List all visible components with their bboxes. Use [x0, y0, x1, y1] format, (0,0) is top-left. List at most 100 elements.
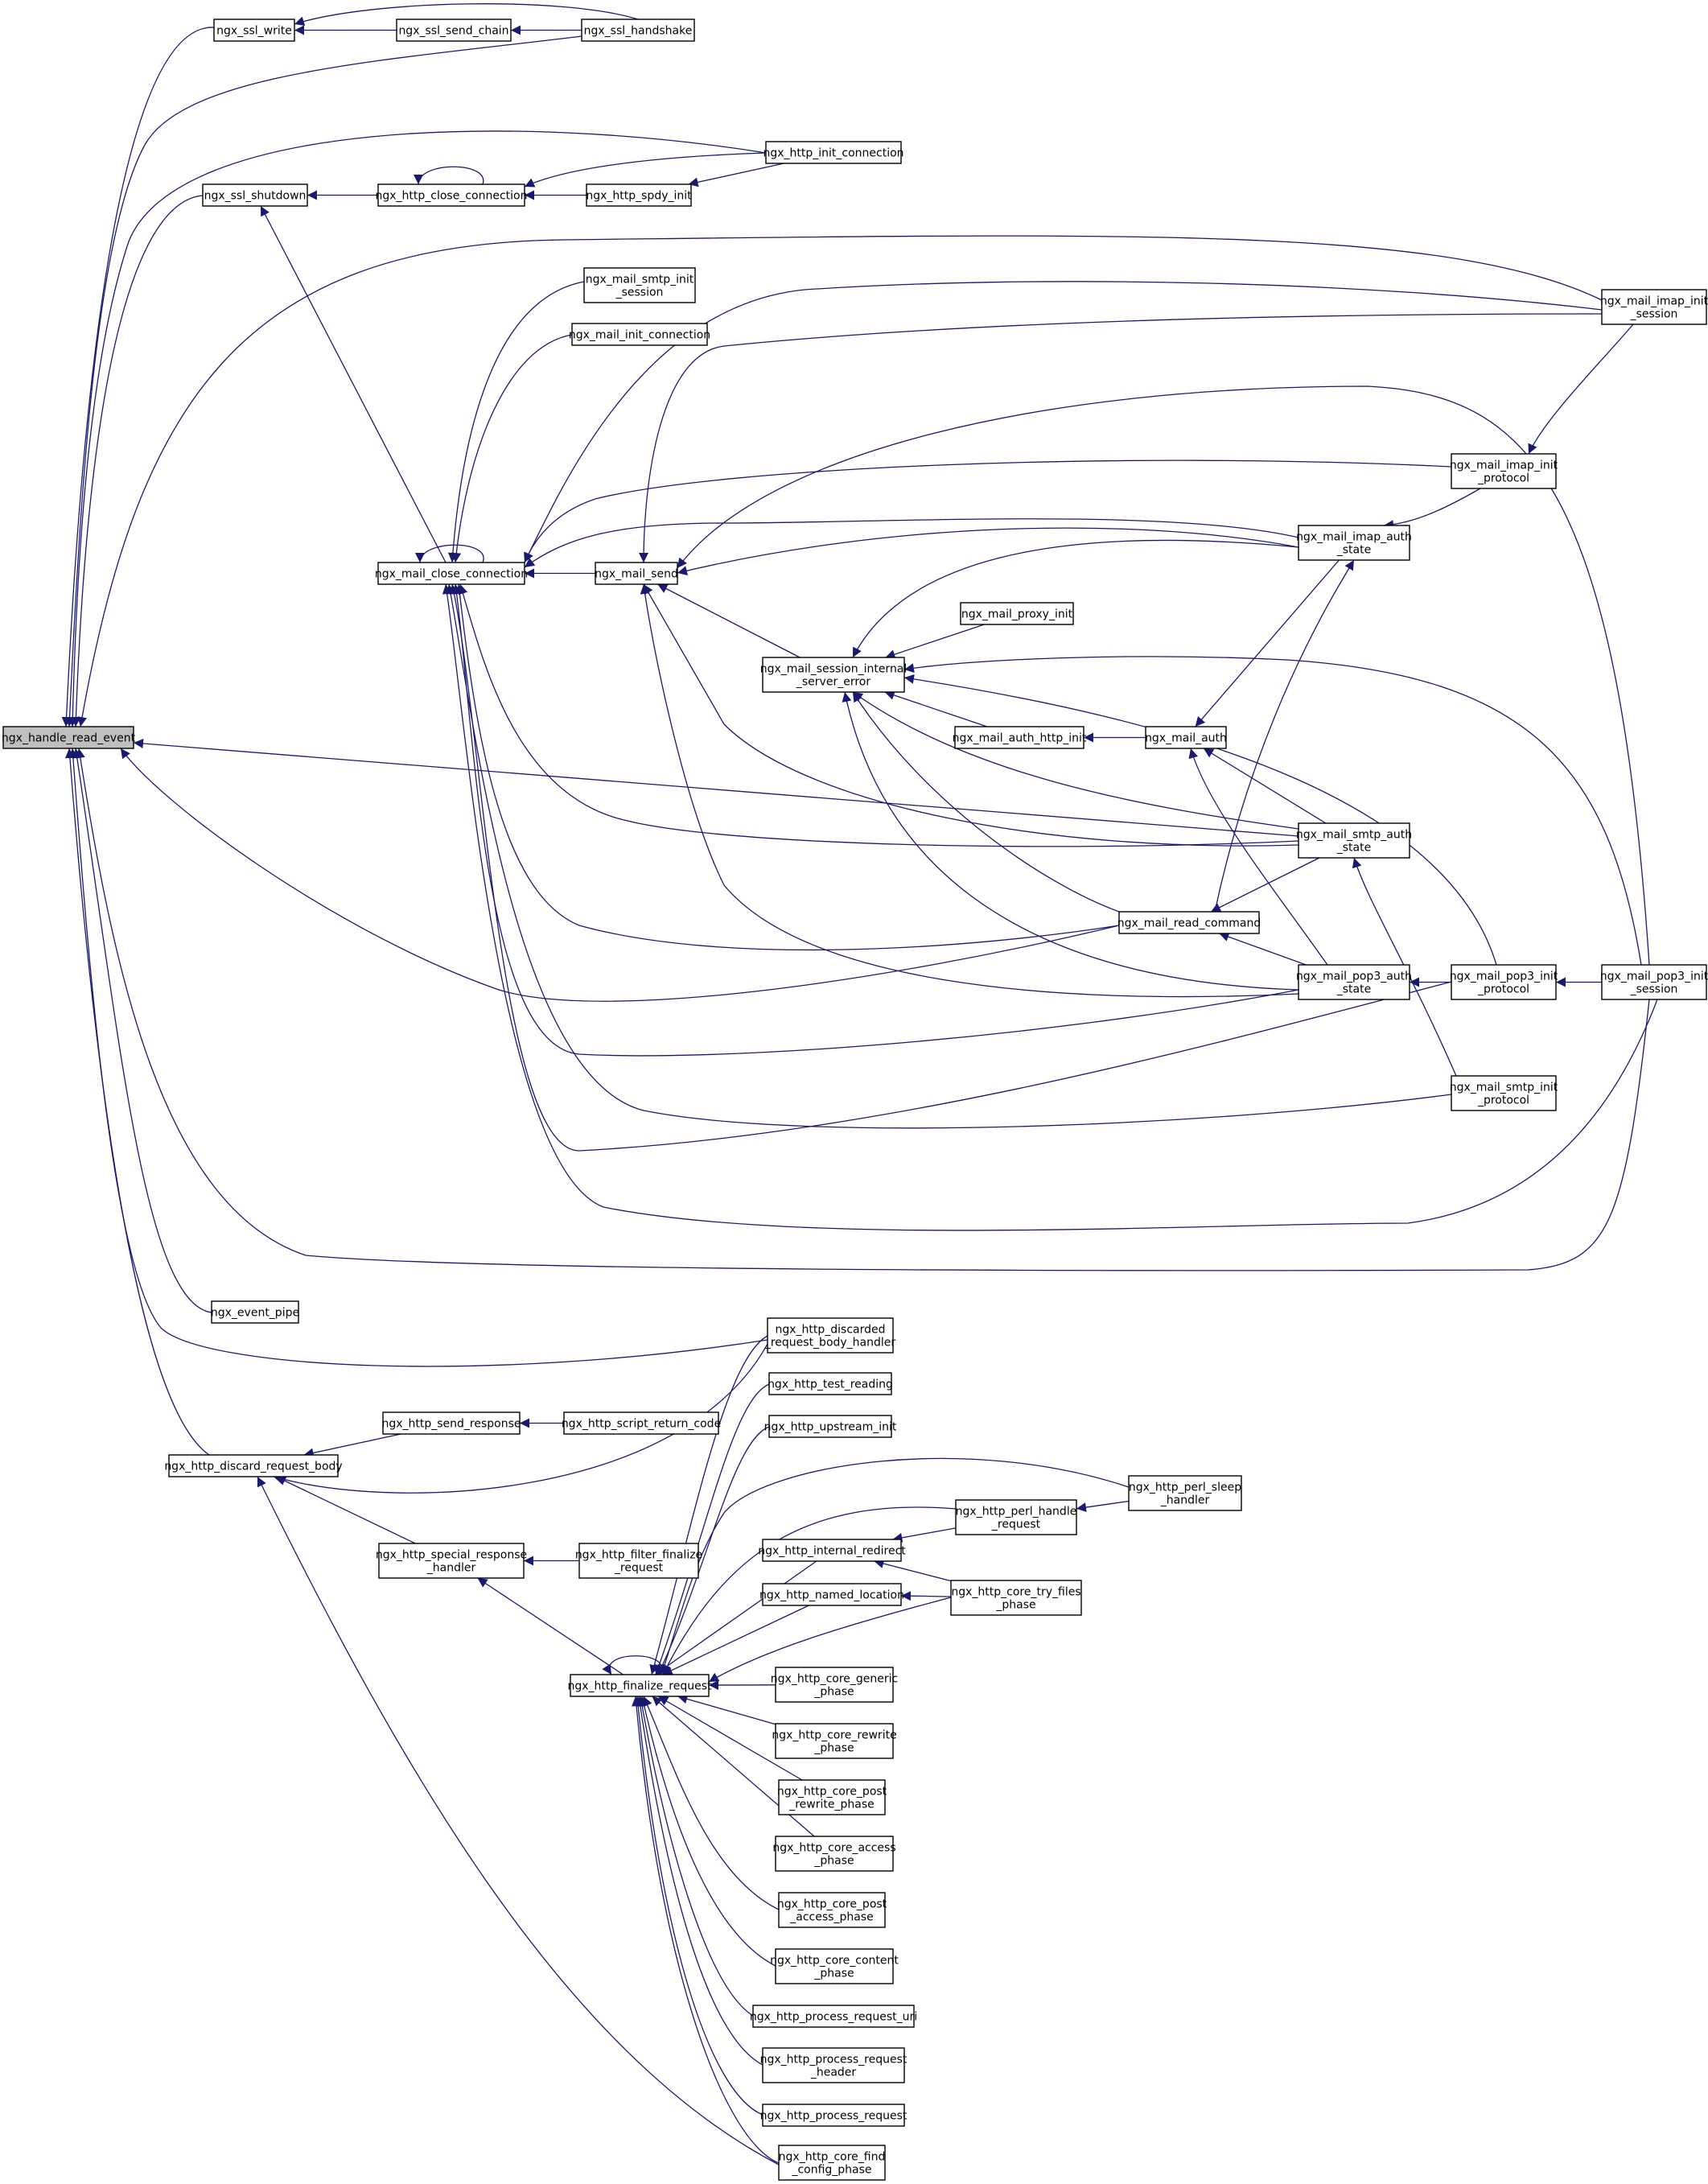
node-ngx-mail-proxy-init[interactable]: ngx_mail_proxy_init [960, 602, 1074, 625]
node-ngx-http-core-find-config-phase[interactable]: ngx_http_core_find_config_phase [778, 2145, 886, 2181]
node-box[interactable] [578, 1543, 699, 1579]
node-ngx-http-named-location[interactable]: ngx_http_named_location [759, 1583, 904, 1606]
node-ngx-http-finalize-request[interactable]: ngx_http_finalize_request [567, 1674, 712, 1697]
node-box[interactable] [778, 2145, 886, 2181]
node-ngx-http-internal-redirect[interactable]: ngx_http_internal_redirect [758, 1539, 906, 1562]
node-box[interactable] [950, 1580, 1082, 1616]
node-box[interactable] [586, 183, 692, 207]
node-ngx-http-script-return-code[interactable]: ngx_http_script_return_code [562, 1411, 721, 1435]
node-ngx-mail-imap-auth-state[interactable]: ngx_mail_imap_auth_state [1296, 525, 1412, 561]
node-box[interactable] [213, 19, 295, 42]
node-box[interactable] [778, 1892, 886, 1928]
node-ngx-mail-send[interactable]: ngx_mail_send [595, 562, 678, 585]
node-ngx-http-process-request-uri[interactable]: ngx_http_process_request_uri [750, 2005, 917, 2028]
node-box[interactable] [396, 19, 512, 42]
node-box[interactable] [382, 1411, 521, 1435]
node-ngx-http-spdy-init[interactable]: ngx_http_spdy_init [586, 183, 692, 207]
node-ngx-mail-close-connection[interactable]: ngx_mail_close_connection [375, 562, 528, 585]
node-ngx-http-core-try-files-phase[interactable]: ngx_http_core_try_files_phase [950, 1580, 1082, 1616]
node-box[interactable] [767, 1317, 894, 1354]
node-box[interactable] [1451, 1075, 1557, 1111]
node-box[interactable] [762, 1539, 902, 1562]
node-ngx-http-core-generic-phase[interactable]: ngx_http_core_generic_phase [771, 1667, 898, 1703]
node-ngx-mail-pop3-init-session[interactable]: ngx_mail_pop3_init_session [1600, 964, 1708, 1000]
node-box[interactable] [1451, 453, 1557, 489]
node-box[interactable] [202, 183, 308, 207]
node-ngx-mail-smtp-init-protocol[interactable]: ngx_mail_smtp_init_protocol [1450, 1075, 1558, 1111]
node-box[interactable] [752, 2005, 915, 2028]
node-ngx-http-upstream-init[interactable]: ngx_http_upstream_init [764, 1415, 897, 1438]
node-box[interactable] [1145, 726, 1227, 749]
node-ngx-mail-imap-init-protocol[interactable]: ngx_mail_imap_init_protocol [1450, 453, 1558, 489]
node-ngx-mail-pop3-auth-state[interactable]: ngx_mail_pop3_auth_state [1296, 964, 1412, 1000]
node-box[interactable] [1298, 525, 1410, 561]
node-ngx-mail-auth[interactable]: ngx_mail_auth [1145, 726, 1227, 749]
node-ngx-http-filter-finalize-request[interactable]: ngx_http_filter_finalize_request [575, 1543, 702, 1579]
node-box[interactable] [1128, 1475, 1242, 1511]
node-box[interactable] [762, 2047, 905, 2083]
node-ngx-ssl-shutdown[interactable]: ngx_ssl_shutdown [202, 183, 308, 207]
node-ngx-ssl-handshake[interactable]: ngx_ssl_handshake [581, 19, 695, 42]
node-ngx-mail-smtp-init-session[interactable]: ngx_mail_smtp_init_session [583, 267, 696, 303]
node-box[interactable] [768, 1372, 892, 1395]
node-ngx-mail-auth-http-init[interactable]: ngx_mail_auth_http_init [953, 726, 1087, 749]
node-box[interactable] [1118, 911, 1260, 934]
node-ngx-http-core-post-rewrite-phase[interactable]: ngx_http_core_post_rewrite_phase [777, 1779, 887, 1815]
node-box[interactable] [2, 726, 134, 749]
node-ngx-handle-read-event[interactable]: ngx_handle_read_event [2, 726, 136, 749]
node-ngx-mail-smtp-auth-state[interactable]: ngx_mail_smtp_auth_state [1296, 822, 1412, 859]
node-box[interactable] [378, 1543, 525, 1579]
node-box[interactable] [775, 1723, 894, 1759]
node-box[interactable] [211, 1300, 299, 1324]
node-box[interactable] [377, 183, 525, 207]
node-box[interactable] [775, 1836, 894, 1872]
node-ngx-mail-pop3-init-protocol[interactable]: ngx_mail_pop3_init_protocol [1450, 964, 1558, 1000]
node-box[interactable] [571, 323, 708, 346]
node-box[interactable] [583, 267, 696, 303]
node-ngx-http-process-request-header[interactable]: ngx_http_process_request_header [760, 2047, 908, 2083]
node-box[interactable] [1451, 964, 1557, 1000]
node-box[interactable] [954, 726, 1084, 749]
node-ngx-http-core-rewrite-phase[interactable]: ngx_http_core_rewrite_phase [772, 1723, 897, 1759]
node-ngx-http-send-response[interactable]: ngx_http_send_response [381, 1411, 521, 1435]
node-ngx-mail-imap-init-session[interactable]: ngx_mail_imap_init_session [1600, 289, 1708, 325]
node-ngx-mail-init-connection[interactable]: ngx_mail_init_connection [569, 323, 710, 346]
node-box[interactable] [762, 657, 905, 693]
node-box[interactable] [762, 2104, 905, 2127]
node-box[interactable] [1298, 964, 1410, 1000]
node-box[interactable] [778, 1779, 886, 1815]
node-ngx-ssl-send-chain[interactable]: ngx_ssl_send_chain [396, 19, 512, 42]
node-box[interactable] [1601, 289, 1707, 325]
node-box[interactable] [1298, 822, 1410, 859]
node-box[interactable] [765, 141, 902, 164]
node-box[interactable] [1601, 964, 1707, 1000]
node-box[interactable] [168, 1454, 339, 1477]
node-ngx-http-close-connection[interactable]: ngx_http_close_connection [376, 183, 528, 207]
node-box[interactable] [960, 602, 1074, 625]
node-box[interactable] [377, 562, 525, 585]
node-box[interactable] [775, 1667, 894, 1703]
node-ngx-ssl-write[interactable]: ngx_ssl_write [213, 19, 295, 42]
node-ngx-event-pipe[interactable]: ngx_event_pipe [211, 1300, 299, 1324]
node-ngx-http-init-connection[interactable]: ngx_http_init_connection [763, 141, 904, 164]
node-box[interactable] [768, 1415, 892, 1438]
node-box[interactable] [595, 562, 678, 585]
node-box[interactable] [581, 19, 695, 42]
node-box[interactable] [775, 1948, 894, 1984]
node-ngx-http-core-access-phase[interactable]: ngx_http_core_access_phase [772, 1836, 896, 1872]
node-box[interactable] [563, 1411, 719, 1435]
node-ngx-http-perl-sleep-handler[interactable]: ngx_http_perl_sleep_handler [1128, 1475, 1242, 1511]
node-ngx-http-special-response-handler[interactable]: ngx_http_special_response_handler [376, 1543, 527, 1579]
node-ngx-http-discard-request-body[interactable]: ngx_http_discard_request_body [164, 1454, 343, 1477]
node-ngx-http-test-reading[interactable]: ngx_http_test_reading [768, 1372, 893, 1395]
node-ngx-http-process-request[interactable]: ngx_http_process_request [760, 2104, 908, 2127]
node-ngx-mail-read-command[interactable]: ngx_mail_read_command [1117, 911, 1261, 934]
node-ngx-http-discarded-request-body-handler[interactable]: ngx_http_discarded_request_body_handler [764, 1317, 896, 1354]
node-box[interactable] [762, 1583, 902, 1606]
node-ngx-http-core-post-access-phase[interactable]: ngx_http_core_post_access_phase [777, 1892, 887, 1928]
node-ngx-mail-session-internal-server-error[interactable]: ngx_mail_session_internal_server_error [760, 657, 908, 693]
node-box[interactable] [955, 1499, 1077, 1535]
node-ngx-http-core-content-phase[interactable]: ngx_http_core_content_phase [770, 1948, 899, 1984]
node-box[interactable] [570, 1674, 710, 1697]
node-ngx-http-perl-handle-request[interactable]: ngx_http_perl_handle_request [955, 1499, 1077, 1535]
